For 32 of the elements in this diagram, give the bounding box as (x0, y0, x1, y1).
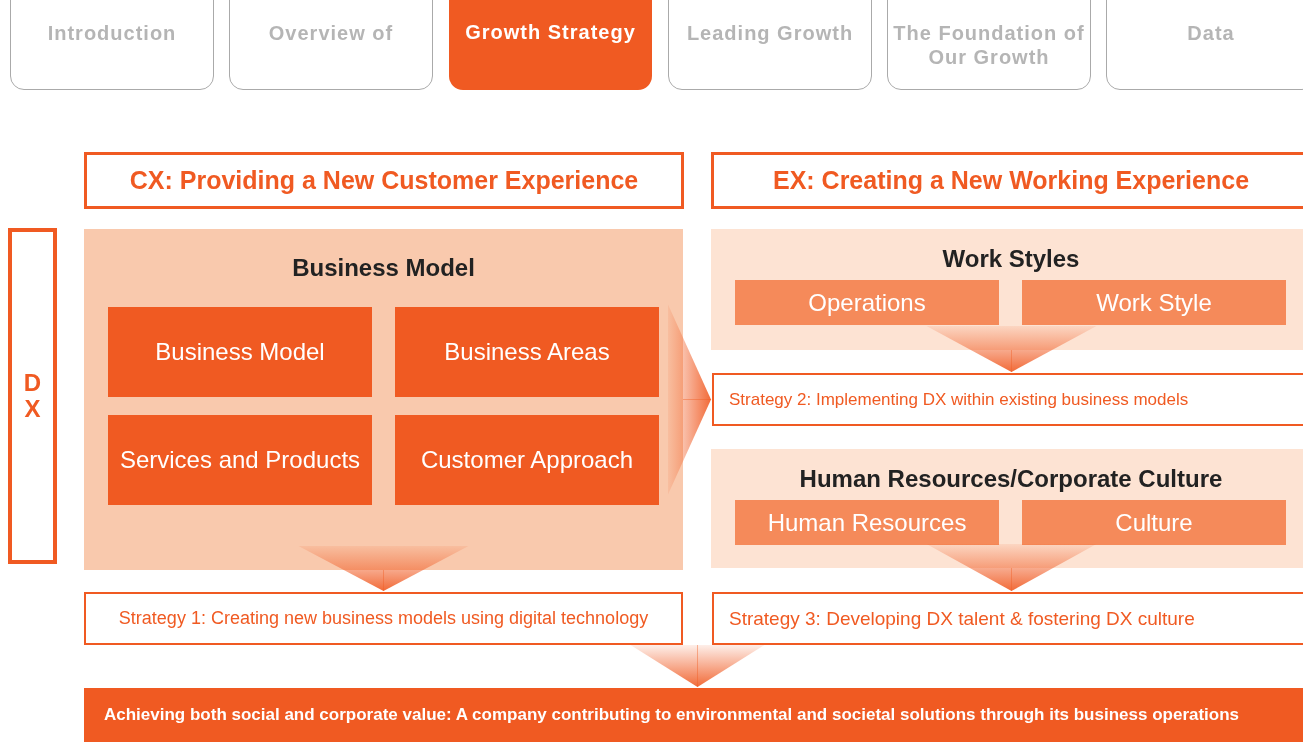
section-header: CX: Providing a New Customer Experience (84, 152, 684, 209)
strategy-box: Strategy 3: Developing DX talent & fostering DX culture (712, 592, 1303, 645)
topic-box: Work Style (1022, 280, 1286, 325)
goal-banner: Achieving both social and corporate value: A company contributing to environmental and societal solutions through its business operations (84, 688, 1303, 742)
panel-title: Business Model (292, 254, 475, 282)
topic-box: Human Resources (735, 500, 999, 545)
strategy-box: Strategy 1: Creating new business models using digital technology (84, 592, 683, 645)
dx-bar: DX (8, 228, 57, 564)
chevron-arrow (298, 546, 469, 592)
topic-box: Culture (1022, 500, 1286, 545)
chevron-arrow (926, 544, 1097, 592)
topic-box: Operations (735, 280, 999, 325)
topic-box: Customer Approach (395, 415, 659, 505)
nav-tab: The Foundation of Our Growth (887, 0, 1091, 90)
topic-box: Services and Products (108, 415, 372, 505)
chevron-arrow (630, 644, 765, 688)
nav-tab: Introduction (10, 0, 214, 90)
panel-title: Work Styles (942, 245, 1080, 273)
active-nav-tab: Growth Strategy (449, 0, 652, 90)
strategy-box: Strategy 2: Implementing DX within existing business models (712, 373, 1303, 426)
section-header: EX: Creating a New Working Experience (711, 152, 1303, 209)
culture-panel (711, 449, 1303, 568)
topic-box: Business Model (108, 307, 372, 397)
chevron-arrow (668, 304, 712, 495)
panel-title: Human Resources/Corporate Culture (799, 465, 1223, 493)
business-model-panel (84, 229, 683, 570)
work-styles-panel (711, 229, 1303, 350)
nav-tab: Data (1106, 0, 1303, 90)
nav-tab: Leading Growth (668, 0, 872, 90)
chevron-arrow (926, 326, 1097, 373)
topic-box: Business Areas (395, 307, 659, 397)
nav-tab: Overview of (229, 0, 433, 90)
